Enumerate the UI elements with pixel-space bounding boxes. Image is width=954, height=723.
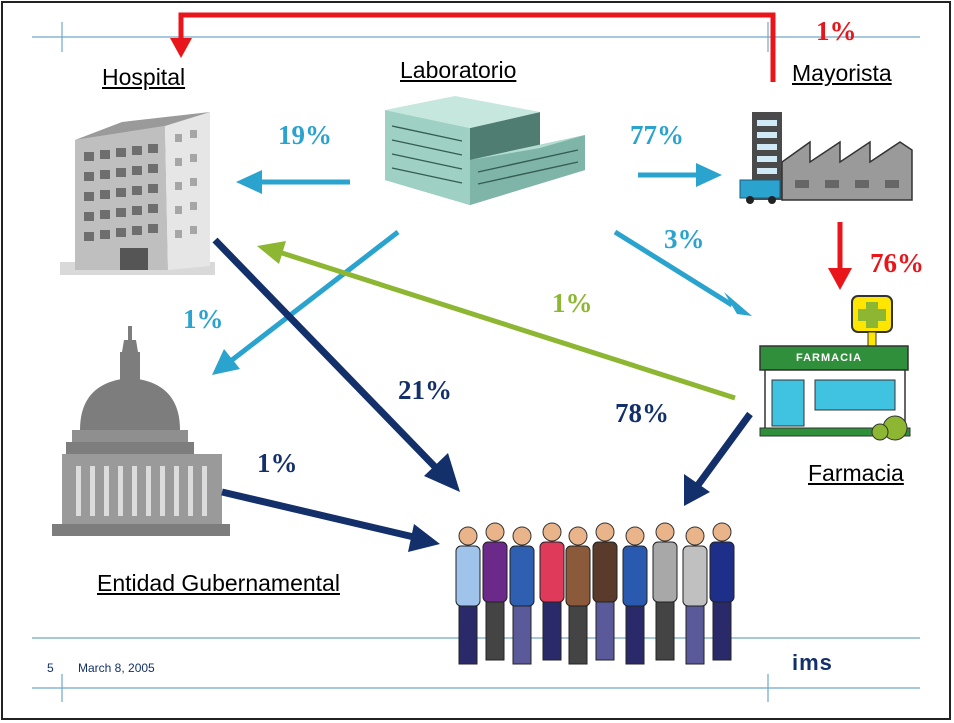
pct-gobierno-to-patients: 1% [257, 448, 298, 478]
arrow-lab-to-farmacia [613, 229, 734, 308]
person-figure [709, 522, 735, 661]
node-label-farmacia: Farmacia [808, 460, 904, 486]
footer-date: March 8, 2005 [78, 661, 155, 675]
arrow-farmacia-to-hospital [281, 250, 736, 401]
pct-hospital-to-patients: 21% [398, 375, 452, 405]
farmacia-icon [759, 295, 911, 441]
pct-farmacia-to-hospital: 1% [552, 288, 593, 318]
node-label-mayorista: Mayorista [792, 60, 892, 86]
arrow-farmacia-to-patients [695, 411, 753, 488]
ims-logo: ims [792, 650, 833, 675]
footer-page-number: 5 [47, 661, 54, 675]
person-figure [565, 526, 591, 665]
patients-group-icon [455, 522, 735, 665]
node-label-entidad-gubernamental: Entidad Gubernamental [97, 570, 340, 596]
arrow-mayorista-to-hospital [178, 12, 776, 82]
arrow-gobierno-to-patients [221, 488, 419, 542]
node-label-laboratorio: Laboratorio [400, 57, 517, 83]
entidad-gubernamental-icon [52, 326, 230, 536]
person-figure [539, 522, 565, 661]
pct-lab-to-hospital: 19% [278, 120, 332, 150]
pct-lab-to-mayorista: 77% [630, 120, 684, 150]
pharmacy-sign-text: FARMACIA [796, 352, 863, 364]
pct-lab-to-farmacia: 3% [664, 224, 705, 254]
pct-mayorista-to-farmacia: 76% [870, 248, 924, 278]
hospital-icon [60, 112, 215, 275]
flow-arrows [170, 12, 852, 552]
person-figure [652, 522, 678, 661]
arrow-hospital-to-patients [212, 237, 441, 473]
laboratorio-icon [385, 96, 585, 205]
mayorista-icon [739, 112, 913, 204]
pct-lab-to-gobierno: 1% [183, 304, 224, 334]
person-figure [455, 526, 481, 665]
person-figure [482, 522, 508, 661]
person-figure [509, 526, 535, 665]
node-label-hospital: Hospital [102, 64, 186, 90]
arrow-lab-to-gobierno [230, 230, 400, 362]
pct-farmacia-to-patients: 78% [615, 398, 669, 428]
person-figure [682, 526, 708, 665]
pct-mayorista-to-hospital: 1% [816, 16, 857, 46]
person-figure [592, 522, 618, 661]
person-figure [622, 526, 648, 665]
